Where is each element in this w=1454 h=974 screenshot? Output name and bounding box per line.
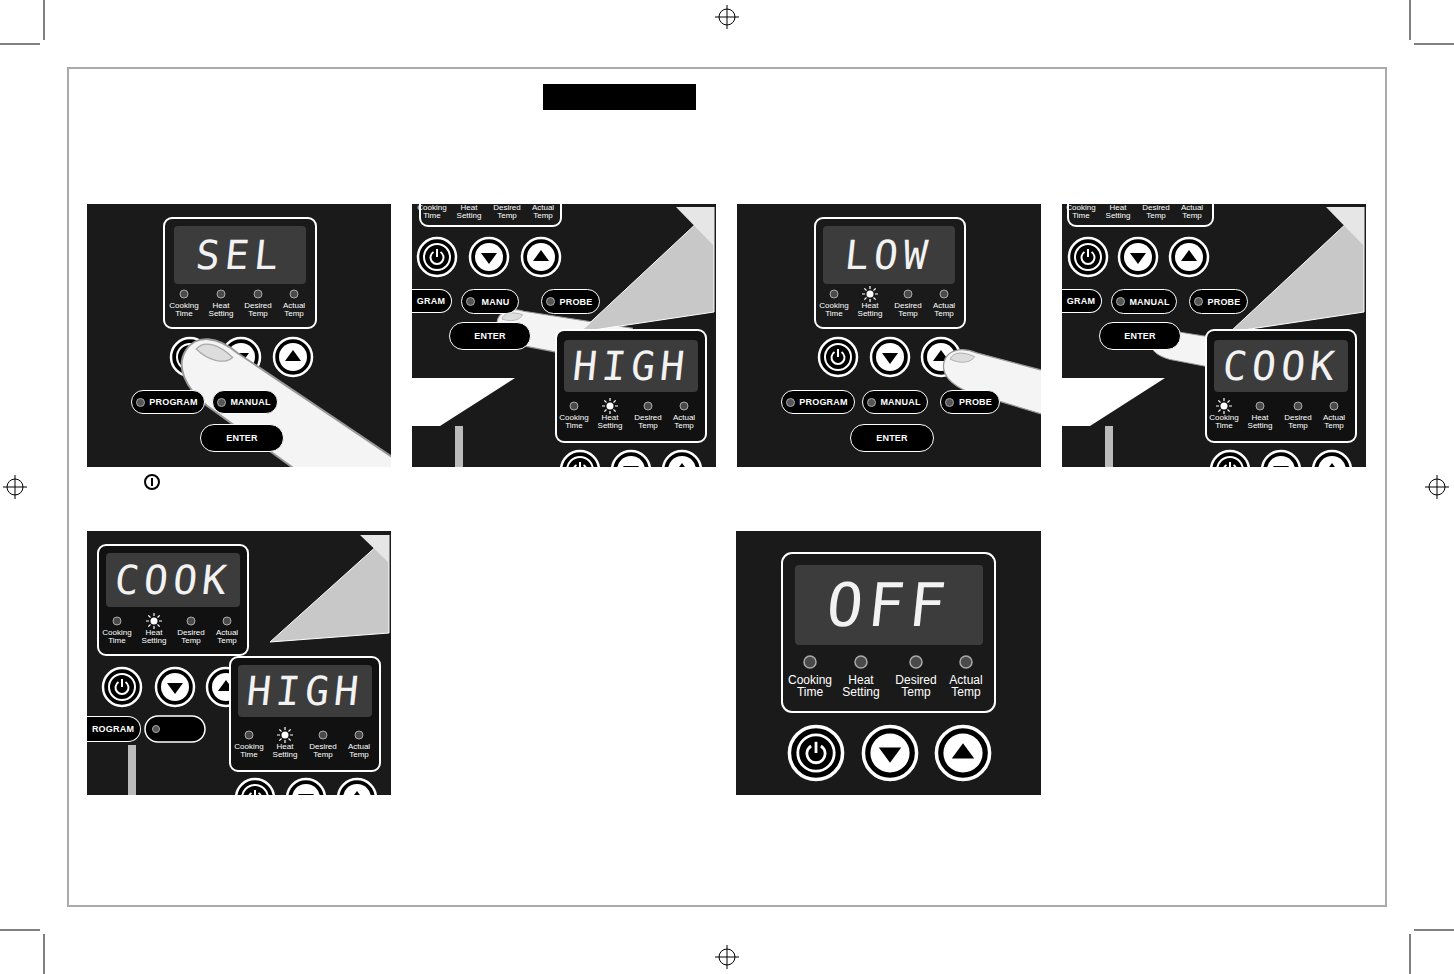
- indicator-label: Desired Temp: [628, 414, 668, 430]
- control-button: ENTER: [449, 322, 531, 350]
- button-label: ENTER: [226, 433, 258, 443]
- button-label: MANUAL: [880, 397, 920, 407]
- control-button: MANUAL: [212, 390, 278, 414]
- display-screen: HIGH: [564, 340, 698, 392]
- display-screen: COOK: [106, 553, 240, 607]
- indicator-label: Heat Setting: [265, 743, 305, 759]
- button-label: PROGRAM: [149, 397, 197, 407]
- button-label: GRAM: [417, 296, 445, 306]
- display-readout: OFF: [824, 575, 954, 635]
- display-screen: HIGH: [238, 665, 372, 717]
- indicator-label: Cooking Time: [814, 302, 854, 318]
- button-label: PROBE: [959, 397, 992, 407]
- display-readout: LOW: [843, 235, 934, 275]
- indicator-label: Desired Temp: [1278, 414, 1318, 430]
- control-button: ENTER: [1099, 322, 1181, 350]
- display-screen: OFF: [795, 565, 983, 645]
- control-button: MANUAL: [862, 390, 928, 414]
- control-button: PROBE: [940, 390, 1000, 414]
- indicator-label: Desired Temp: [487, 204, 527, 220]
- indicator-label: Heat Setting: [449, 204, 489, 220]
- control-panel: [87, 204, 391, 467]
- button-label: PROGRAM: [799, 397, 847, 407]
- control-panel: [1062, 204, 1366, 467]
- indicator-label: Cooking Time: [229, 743, 269, 759]
- button-label: ENTER: [876, 433, 908, 443]
- display-readout: COOK: [1221, 346, 1342, 386]
- indicator-label: Actual Temp: [924, 302, 964, 318]
- control-button: GRAM: [412, 289, 452, 313]
- button-label: MANUAL: [230, 397, 270, 407]
- indicator-label: Actual Temp: [937, 674, 995, 698]
- indicator-label: Heat Setting: [850, 302, 890, 318]
- display-readout: COOK: [113, 560, 234, 600]
- indicator-label: Actual Temp: [1172, 204, 1212, 220]
- indicator-label: Cooking Time: [1061, 204, 1101, 220]
- control-panel: [737, 204, 1041, 467]
- indicator-label: Heat Setting: [832, 674, 890, 698]
- control-button: MANUAL: [1111, 289, 1177, 314]
- indicator-label: Cooking Time: [412, 204, 452, 220]
- button-label: ROGRAM: [92, 724, 134, 734]
- heading-bar: [543, 84, 696, 110]
- control-button: GRAM: [1062, 289, 1102, 313]
- indicator-label: Desired Temp: [238, 302, 278, 318]
- control-button: PROBE: [541, 289, 600, 314]
- display-screen: COOK: [1214, 340, 1348, 392]
- indicator-label: Cooking Time: [554, 414, 594, 430]
- indicator-label: Desired Temp: [171, 629, 211, 645]
- indicator-label: Actual Temp: [339, 743, 379, 759]
- indicator-label: Heat Setting: [134, 629, 174, 645]
- display-screen: SEL: [174, 226, 306, 284]
- button-label: ENTER: [474, 331, 506, 341]
- control-panel: [412, 204, 716, 467]
- indicator-label: Heat Setting: [201, 302, 241, 318]
- display-screen: LOW: [823, 226, 955, 284]
- button-label: PROBE: [559, 297, 592, 307]
- indicator-label: Desired Temp: [1136, 204, 1176, 220]
- control-button: PROBE: [1189, 289, 1248, 314]
- display-readout: HIGH: [571, 346, 692, 386]
- indicator-label: Cooking Time: [97, 629, 137, 645]
- control-button: ENTER: [200, 424, 284, 452]
- control-panel: [736, 531, 1041, 795]
- indicator-label: Actual Temp: [274, 302, 314, 318]
- indicator-label: Desired Temp: [888, 302, 928, 318]
- control-button: PROGRAM: [131, 390, 205, 414]
- indicator-label: Desired Temp: [303, 743, 343, 759]
- indicator-label: Desired Temp: [887, 674, 945, 698]
- power-icon: [145, 475, 159, 489]
- display-readout: SEL: [194, 235, 285, 275]
- control-panel: [87, 531, 391, 795]
- indicator-label: Actual Temp: [207, 629, 247, 645]
- control-button: MANU: [461, 289, 519, 314]
- indicator-label: Actual Temp: [1314, 414, 1354, 430]
- indicator-label: Cooking Time: [1204, 414, 1244, 430]
- indicator-label: Actual Temp: [664, 414, 704, 430]
- control-button: ROGRAM: [87, 716, 141, 742]
- button-label: MANU: [482, 297, 510, 307]
- display-readout: HIGH: [245, 671, 366, 711]
- indicator-label: Cooking Time: [164, 302, 204, 318]
- indicator-label: Heat Setting: [590, 414, 630, 430]
- indicator-label: Cooking Time: [781, 674, 839, 698]
- button-label: GRAM: [1067, 296, 1095, 306]
- button-label: PROBE: [1207, 297, 1240, 307]
- control-button: PROGRAM: [781, 390, 855, 414]
- indicator-label: Heat Setting: [1098, 204, 1138, 220]
- control-button: ENTER: [850, 424, 934, 452]
- page-border: [68, 68, 1386, 906]
- indicator-label: Actual Temp: [523, 204, 563, 220]
- button-label: ENTER: [1124, 331, 1156, 341]
- button-label: MANUAL: [1129, 297, 1169, 307]
- indicator-label: Heat Setting: [1240, 414, 1280, 430]
